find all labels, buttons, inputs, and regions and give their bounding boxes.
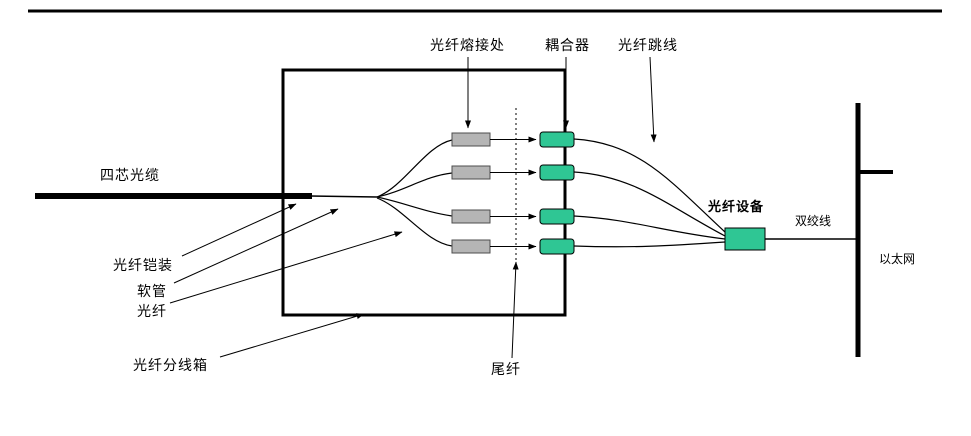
patch-cord-curve <box>573 138 726 233</box>
coupler-rect <box>539 238 575 255</box>
distribution-box-outline <box>281 68 567 317</box>
splice-point-label: 光纤熔接处 <box>430 38 505 54</box>
coupler-label: 耦合器 <box>545 38 590 54</box>
patch-cord-curve <box>573 215 726 240</box>
fiber-curve <box>376 197 453 247</box>
twisted-pair-label: 双绞线 <box>795 214 832 228</box>
fiber-jumper-label: 光纤跳线 <box>618 38 678 54</box>
fiber-device-label: 光纤设备 <box>708 200 765 215</box>
ethernet-label: 以太网 <box>879 252 916 266</box>
pigtail-label: 尾纤 <box>491 362 521 378</box>
cable-continuation-line <box>309 195 378 198</box>
patch-cord-curve <box>573 241 726 248</box>
splice-rect <box>451 209 491 224</box>
pigtail-label-arrow <box>511 261 519 359</box>
fiber-armor-label: 光纤铠装 <box>113 258 173 274</box>
fiber-curve <box>376 196 453 217</box>
coupler-rect <box>539 208 575 225</box>
four-core-cable-label: 四芯光缆 <box>100 168 160 184</box>
fiber-device-rect <box>724 227 766 251</box>
fiber-curve <box>376 172 453 198</box>
jumper-label-arrow <box>649 56 657 143</box>
splice-rect <box>451 239 491 254</box>
splice-rect <box>451 132 491 147</box>
coupler-rect <box>539 164 575 181</box>
fiber-curve <box>376 139 453 198</box>
armor-label-arrow <box>181 203 297 257</box>
patch-cord-curve <box>573 171 726 237</box>
tube-label-arrow <box>173 208 339 284</box>
soft-tube-label: 软管 <box>137 284 167 300</box>
distribution-box-label: 光纤分线箱 <box>133 358 208 374</box>
splice-rect <box>451 165 491 180</box>
optical-fiber-label: 光纤 <box>137 304 167 320</box>
coupler-rect <box>539 131 575 148</box>
distribution-box-label-arrow <box>219 313 365 358</box>
fiber-label-arrow <box>169 231 403 304</box>
